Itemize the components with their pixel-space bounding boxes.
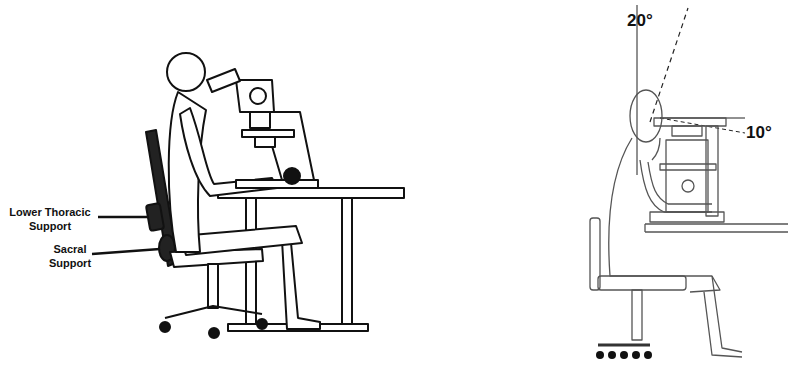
person-thigh bbox=[684, 276, 720, 292]
chair-column bbox=[208, 264, 218, 308]
person-leg bbox=[282, 232, 320, 329]
part-label: Lower Thoracic Support bbox=[2, 206, 98, 234]
microscope-body bbox=[666, 140, 708, 212]
right-scene bbox=[590, 5, 788, 359]
table-top bbox=[645, 223, 788, 224]
part-label: Sacral Support bbox=[46, 243, 94, 271]
condenser bbox=[255, 137, 275, 147]
gaze-angle-line bbox=[650, 8, 688, 122]
focus-knob bbox=[682, 180, 694, 192]
casters bbox=[596, 351, 652, 359]
caster bbox=[257, 319, 267, 329]
vertical-reference bbox=[637, 5, 638, 175]
person-leg bbox=[704, 276, 742, 357]
person-head bbox=[630, 90, 662, 142]
caster bbox=[632, 351, 640, 359]
caster bbox=[644, 351, 652, 359]
leader-line bbox=[92, 249, 160, 254]
head-knob bbox=[250, 88, 266, 104]
objective bbox=[672, 126, 702, 136]
eyepiece bbox=[207, 69, 240, 92]
chair-base bbox=[598, 344, 650, 347]
person-arm bbox=[648, 162, 712, 204]
angle-label: 10° bbox=[746, 122, 786, 143]
table-top bbox=[645, 231, 788, 232]
chair-column bbox=[632, 290, 642, 340]
chair-seat bbox=[598, 276, 686, 290]
microscope-base bbox=[650, 212, 724, 222]
desk-leg bbox=[342, 198, 352, 324]
caster bbox=[160, 322, 170, 332]
person-neck bbox=[652, 138, 660, 160]
caster bbox=[608, 351, 616, 359]
microscope-base bbox=[236, 180, 318, 188]
caster bbox=[596, 351, 604, 359]
person-torso bbox=[609, 138, 684, 276]
leader-line bbox=[98, 216, 149, 219]
table-edge bbox=[644, 224, 645, 232]
caster bbox=[209, 328, 219, 338]
microscope-stage bbox=[660, 164, 716, 170]
objective bbox=[250, 112, 270, 128]
angle-label: 20° bbox=[627, 10, 667, 31]
microscope-head bbox=[654, 118, 726, 126]
focus-knob bbox=[284, 168, 300, 184]
caster bbox=[620, 351, 628, 359]
microscope-head bbox=[236, 80, 274, 112]
person-head bbox=[167, 53, 205, 91]
chair-base bbox=[165, 306, 262, 318]
microscope-stage bbox=[242, 130, 294, 137]
left-scene bbox=[92, 53, 404, 338]
person-arm bbox=[640, 160, 712, 212]
microscope-arm bbox=[706, 126, 718, 216]
